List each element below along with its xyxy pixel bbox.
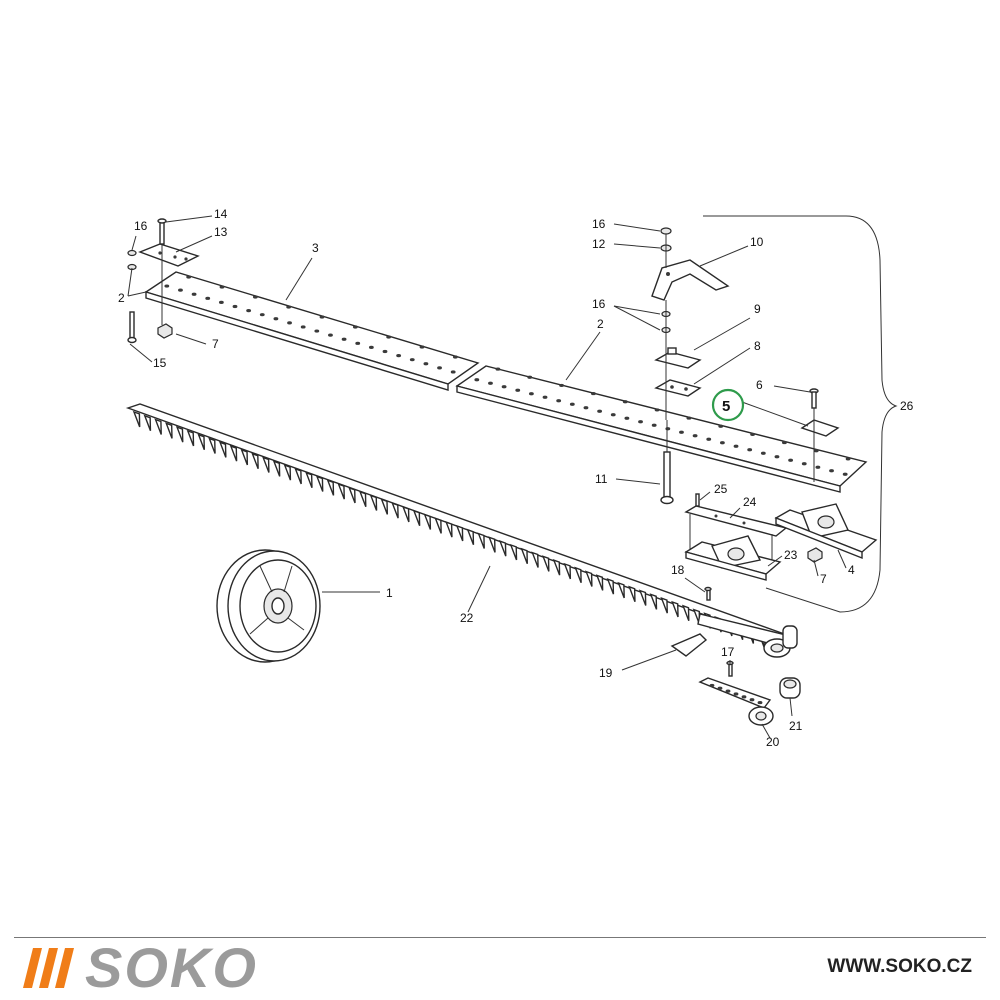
guard-bar-left bbox=[144, 271, 480, 391]
bracket-left bbox=[684, 535, 782, 581]
label-part-16-mid: 16 bbox=[592, 297, 606, 311]
label-part-9: 9 bbox=[754, 302, 761, 316]
label-part-2-left: 2 bbox=[118, 291, 125, 305]
label-part-7-right: 7 bbox=[820, 572, 827, 586]
footer-divider bbox=[14, 937, 986, 938]
label-part-26: 26 bbox=[900, 399, 914, 413]
knife-clip-assembly bbox=[651, 227, 730, 301]
bolt-plate-assembly bbox=[800, 388, 840, 482]
brand-name: SOKO bbox=[85, 936, 258, 999]
label-part-11: 11 bbox=[595, 472, 608, 486]
label-part-7-left: 7 bbox=[212, 337, 219, 351]
label-part-5: 5 bbox=[722, 398, 730, 415]
label-part-12: 12 bbox=[592, 237, 606, 251]
label-part-23: 23 bbox=[784, 548, 798, 562]
label-part-13: 13 bbox=[214, 225, 228, 239]
knife-head bbox=[763, 625, 798, 658]
label-part-16-top: 16 bbox=[592, 217, 606, 231]
label-part-10: 10 bbox=[750, 235, 764, 249]
label-part-16-left: 16 bbox=[134, 219, 148, 233]
logo-stripes-icon bbox=[23, 948, 74, 988]
clip-plates bbox=[654, 300, 702, 420]
website-url[interactable]: WWW.SOKO.CZ bbox=[827, 956, 972, 977]
label-part-24: 24 bbox=[743, 495, 757, 509]
left-plate-assembly bbox=[127, 218, 200, 344]
label-part-6: 6 bbox=[756, 378, 763, 392]
label-part-2-right: 2 bbox=[597, 317, 604, 331]
label-part-22: 22 bbox=[460, 611, 474, 625]
long-bolt bbox=[660, 420, 674, 505]
label-part-19: 19 bbox=[599, 666, 613, 680]
assembly-brace bbox=[703, 215, 898, 613]
bracket-right bbox=[774, 503, 878, 563]
guard-bar-right bbox=[455, 365, 868, 493]
label-part-1: 1 bbox=[386, 586, 393, 600]
label-part-3: 3 bbox=[312, 241, 319, 255]
highlight-ring bbox=[711, 388, 745, 422]
small-parts bbox=[670, 586, 801, 726]
label-part-20: 20 bbox=[766, 735, 780, 749]
label-part-17: 17 bbox=[721, 645, 735, 659]
pulley-wheel bbox=[216, 549, 321, 663]
label-part-4: 4 bbox=[848, 563, 855, 577]
label-part-15: 15 bbox=[153, 356, 167, 370]
brand-logo: SOKO bbox=[23, 936, 258, 999]
knife-bar bbox=[125, 403, 792, 652]
leader-lines bbox=[127, 215, 847, 739]
label-part-25: 25 bbox=[714, 482, 728, 496]
label-part-21: 21 bbox=[789, 719, 803, 733]
label-part-8: 8 bbox=[754, 339, 761, 353]
part-number-labels: 1 2 2 3 4 5 6 7 7 8 9 10 11 12 13 14 15 … bbox=[118, 207, 914, 749]
label-part-18: 18 bbox=[671, 563, 685, 577]
label-part-14: 14 bbox=[214, 207, 228, 221]
